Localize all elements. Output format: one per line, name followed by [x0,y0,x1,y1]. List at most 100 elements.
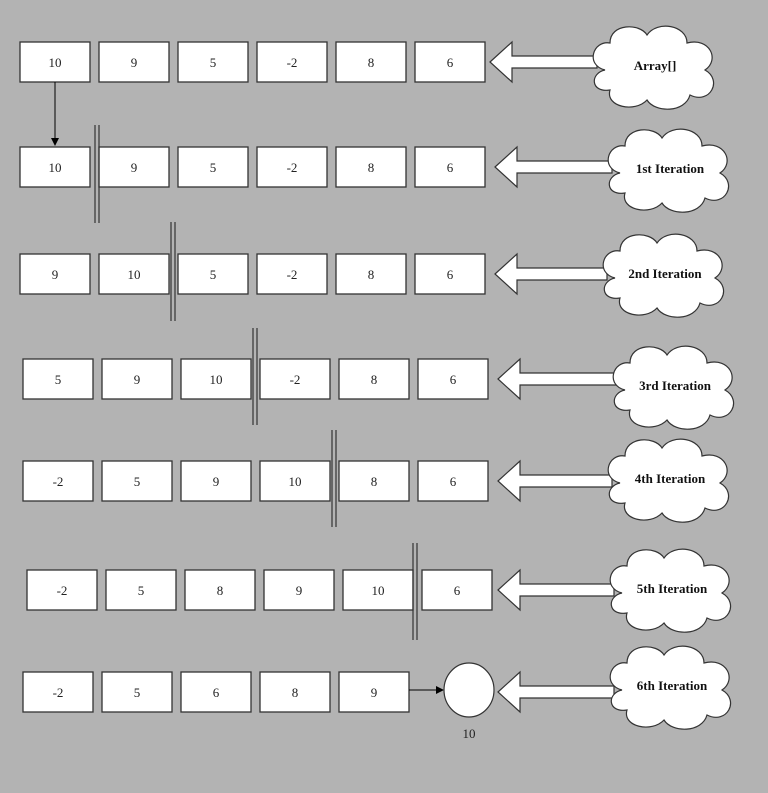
array-cell [98,253,170,295]
array-cell-value: 10 [289,474,302,489]
array-cell-value: 6 [447,55,454,70]
block-arrow [494,145,613,189]
array-cell [177,146,249,188]
cloud-callout: 6th Iteration [609,645,732,730]
cloud-callout: Array[] [592,25,715,110]
array-cell [256,253,328,295]
array-cell [19,41,91,83]
array-cell-value: -2 [287,55,298,70]
cloud-shape [602,233,725,318]
array-cell-value: -2 [290,372,301,387]
iteration-label: 4th Iteration [635,471,706,486]
array-cell-value: 6 [213,685,220,700]
array-cell-value: 5 [210,160,217,175]
array-cell [177,253,249,295]
array-cell-value: 8 [371,474,378,489]
array-cell [342,569,414,611]
array-cell-value: 5 [210,267,217,282]
array-cell-value: 6 [447,267,454,282]
array-cell-value: 9 [134,372,141,387]
array-cell-value: 8 [371,372,378,387]
cloud-shape [609,548,732,633]
array-cell [98,41,170,83]
array-cell-value: 6 [454,583,461,598]
block-arrow [489,40,598,84]
iteration-label: 6th Iteration [637,678,708,693]
array-cell-value: 6 [450,372,457,387]
cloud-shape [609,645,732,730]
block-arrow [497,670,615,714]
array-cell-value: 9 [131,160,138,175]
array-cell [22,460,94,502]
array-cell [256,41,328,83]
array-cell-value: 6 [450,474,457,489]
array-cell [180,671,252,713]
row-0: 10 9 5 -2 8 6 Array[] [19,25,715,110]
array-cell [263,569,335,611]
row-5: -2 5 8 9 10 6 5th Iteration [26,543,732,640]
final-node-label: 10 [463,726,476,741]
row-3: 5 9 10 -2 8 6 3rd Iteration [22,328,735,430]
row-1: 10 9 5 -2 8 6 1st Iteration [19,125,730,223]
iteration-label: Array[] [634,58,677,73]
array-cell [105,569,177,611]
array-cell-value: 6 [447,160,454,175]
array-cell-value: 10 [372,583,385,598]
array-cell [180,358,252,400]
array-cell [177,41,249,83]
array-cell [417,460,489,502]
array-cell [259,460,331,502]
array-cell-value: 10 [210,372,223,387]
array-cell-value: 5 [134,474,141,489]
array-cell [256,146,328,188]
array-cell-value: 8 [368,55,375,70]
array-cell [414,253,486,295]
array-cell [259,358,331,400]
cloud-callout: 4th Iteration [607,438,730,523]
cloud-callout: 5th Iteration [609,548,732,633]
array-cell [26,569,98,611]
array-cell [335,253,407,295]
array-cell [259,671,331,713]
array-cell-value: 8 [217,583,224,598]
array-cell-value: -2 [53,685,64,700]
cloud-shape [612,345,735,430]
array-cell [338,358,410,400]
block-arrow [497,357,618,401]
iteration-label: 3rd Iteration [639,378,712,393]
cloud-shape [592,25,715,110]
array-cell [414,41,486,83]
array-cell-value: 9 [296,583,303,598]
iteration-label: 5th Iteration [637,581,708,596]
array-cell [335,41,407,83]
cloud-shape [607,128,730,213]
array-cell-value: -2 [287,160,298,175]
array-cell [101,358,173,400]
array-cell-value: 10 [49,160,62,175]
array-cell [101,671,173,713]
array-cell [414,146,486,188]
array-cell-value: 5 [210,55,217,70]
cloud-callout: 2nd Iteration [602,233,725,318]
block-arrow [494,252,608,296]
array-cell [421,569,493,611]
array-cell-value: 8 [292,685,299,700]
array-cell [19,146,91,188]
array-cell [184,569,256,611]
array-cell-value: -2 [287,267,298,282]
array-cell [22,671,94,713]
array-cell-value: 9 [131,55,138,70]
array-cell [22,358,94,400]
array-cell-value: 10 [49,55,62,70]
block-arrow [497,459,613,503]
array-cell-value: 8 [368,160,375,175]
array-cell-value: -2 [57,583,68,598]
array-cell-value: 5 [138,583,145,598]
array-cell-value: 5 [55,372,62,387]
array-cell-value: 9 [213,474,220,489]
cloud-shape [607,438,730,523]
final-node-circle [443,662,495,718]
array-cell-value: 9 [371,685,378,700]
iteration-label: 1st Iteration [636,161,705,176]
